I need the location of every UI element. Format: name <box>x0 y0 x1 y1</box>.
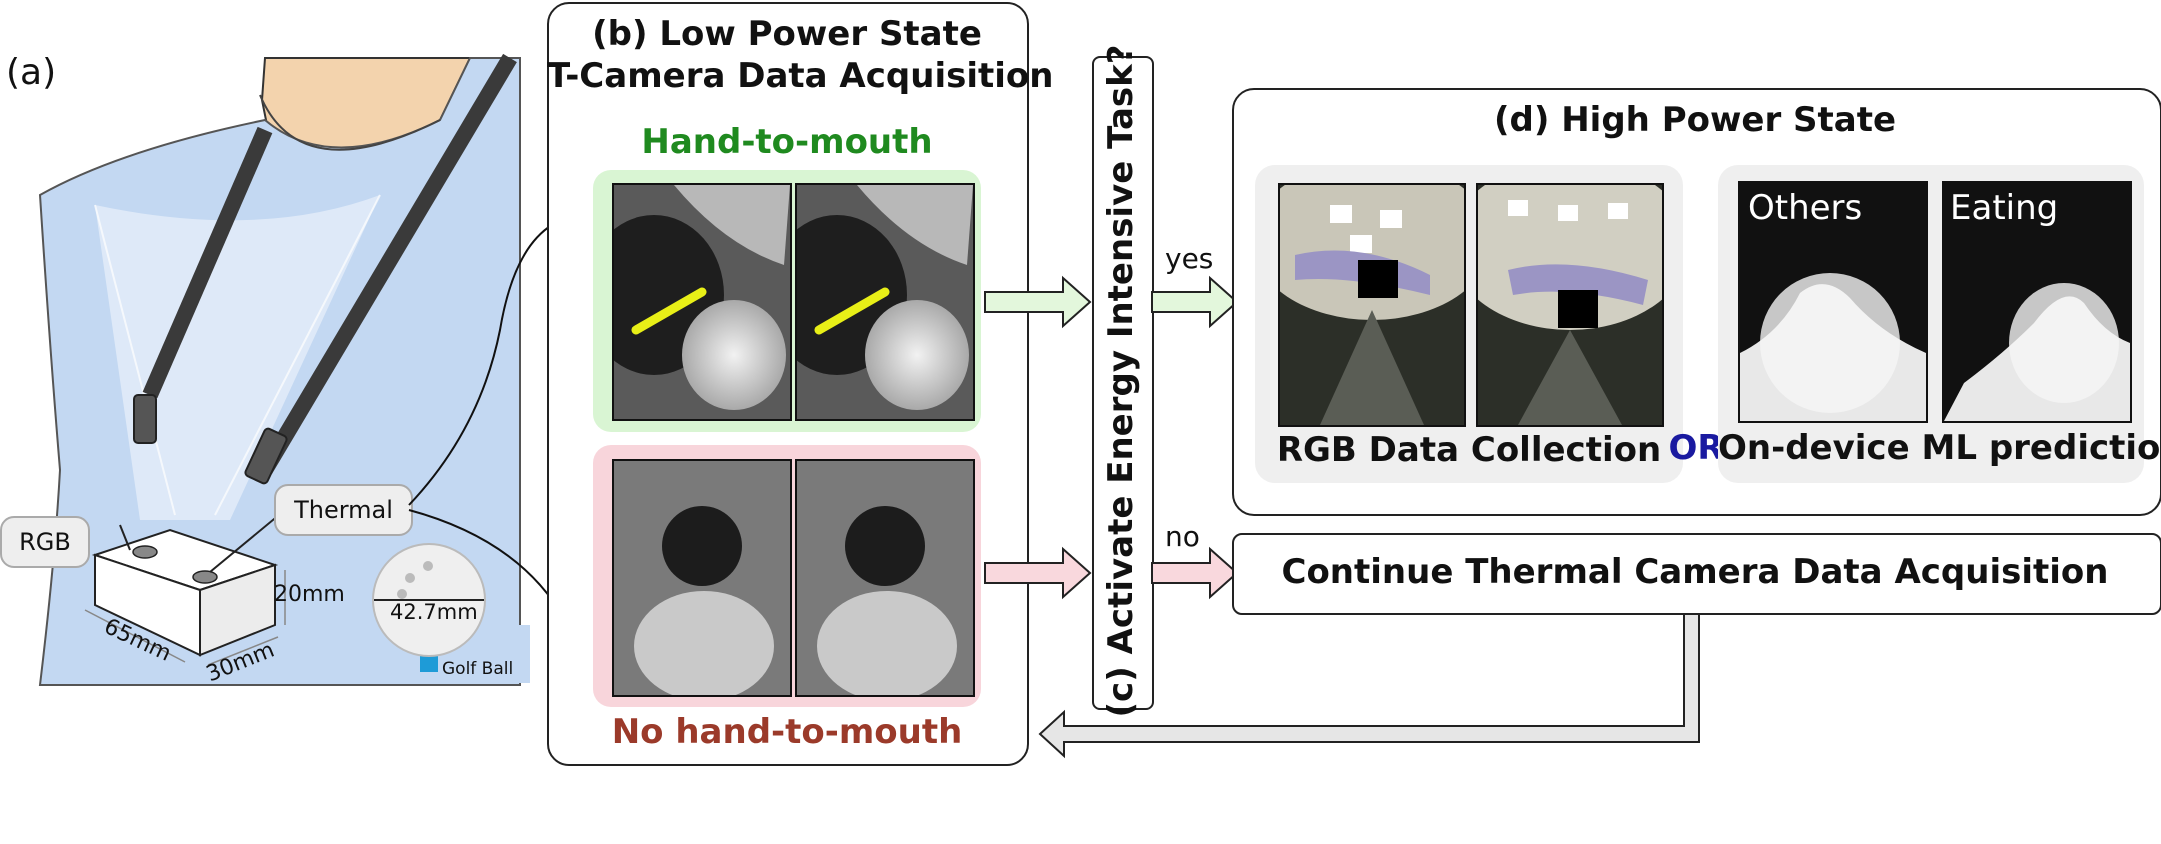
thermal-frame-negative-1 <box>612 459 792 697</box>
continue-text: Continue Thermal Camera Data Acquisition <box>1281 552 2109 592</box>
field-of-view-cone <box>95 195 380 520</box>
lanyard-left <box>142 126 273 399</box>
ml-frame-eating <box>1942 181 2132 423</box>
ml-frame-others <box>1738 181 1928 423</box>
rgb-frame-1 <box>1278 183 1466 427</box>
collar <box>259 94 441 151</box>
wearer-illustration <box>38 53 530 686</box>
thermal-camera-label: Thermal <box>274 484 413 536</box>
prediction-eating-label: Eating <box>1950 188 2059 228</box>
panel-b-title-line2: T-Camera Data Acquisition <box>547 56 1054 96</box>
panel-c-decision <box>1092 56 1154 710</box>
continue-acquisition-box <box>1232 533 2161 615</box>
arrow-return-loop <box>1038 611 1700 759</box>
arrow-yes <box>1151 275 1239 329</box>
rgb-camera-label: RGB <box>0 516 90 568</box>
thermal-frame-positive-1 <box>612 183 792 421</box>
golf-ball-diameter: 42.7mm <box>390 600 478 624</box>
arrow-positive-to-decision <box>984 275 1092 329</box>
golf-ball-label: Golf Ball <box>442 659 514 679</box>
arrow-no <box>1151 546 1239 600</box>
panel-a-label: (a) <box>6 52 57 93</box>
rgb-frame-2 <box>1476 183 1664 427</box>
ml-caption: On-device ML predictions <box>1718 428 2161 468</box>
arrow-negative-to-decision <box>984 546 1092 600</box>
lanyard-right <box>258 53 517 475</box>
sensor-device <box>91 528 279 657</box>
thermal-frame-negative-2 <box>795 459 975 697</box>
dimension-height: 20mm <box>274 582 345 607</box>
thermal-frame-positive-2 <box>795 183 975 421</box>
panel-b-title-line1: (b) Low Power State <box>592 14 982 54</box>
hand-to-mouth-label: Hand-to-mouth <box>641 122 933 162</box>
no-label: no <box>1165 520 1200 553</box>
yes-label: yes <box>1165 242 1214 275</box>
panel-d-title: (d) High Power State <box>1493 100 1897 140</box>
or-text: OR <box>1668 428 1724 468</box>
rgb-caption: RGB Data Collection <box>1276 430 1662 470</box>
golf-ball-icon <box>370 543 530 683</box>
prediction-others-label: Others <box>1748 188 1863 228</box>
no-hand-to-mouth-label: No hand-to-mouth <box>611 712 963 752</box>
